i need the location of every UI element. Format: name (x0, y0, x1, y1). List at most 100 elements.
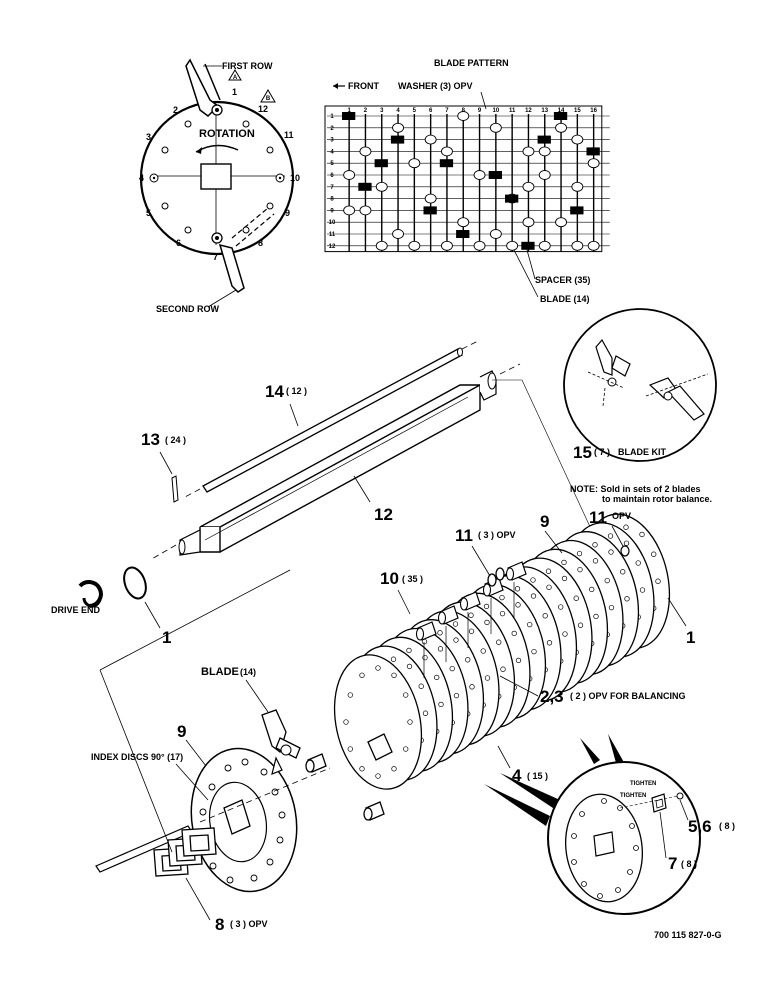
blade-mark (570, 206, 584, 215)
spacer-mark (343, 205, 356, 216)
callout-11-right: 11 (589, 508, 607, 527)
washer (487, 573, 497, 587)
spacer-mark (375, 181, 388, 192)
callout-15: 15 (573, 443, 592, 462)
blade-mark (537, 135, 551, 144)
spacer-mark (538, 170, 551, 180)
grid-col-label: 6 (429, 108, 433, 114)
spacer-mark (424, 193, 437, 204)
blade-mark (521, 241, 535, 250)
grid-col-label: 1 (347, 108, 351, 114)
callout-2-3: 2,3 (540, 687, 564, 706)
callout-10: 10 (380, 569, 399, 588)
blade-mark (342, 112, 356, 120)
rotation-label: ROTATION (199, 128, 255, 140)
callout-9-bottom: 9 (177, 722, 186, 741)
tighten-label-1: TIGHTEN (630, 781, 656, 787)
grid-col-label: 10 (493, 108, 500, 114)
grid-row-label: 10 (329, 220, 336, 226)
second-row-label: SECOND ROW (156, 304, 220, 314)
blade-mark (553, 112, 568, 120)
spacer-mark (571, 240, 584, 251)
callout-13-qty: ( 24 ) (165, 435, 186, 445)
pos-9: 9 (285, 208, 290, 218)
grid-col-label: 2 (364, 108, 368, 114)
index-disc-group (95, 569, 385, 893)
spacer-mark (489, 122, 502, 133)
marker-b: B (266, 96, 271, 102)
spacer-mark (441, 240, 453, 251)
pos-3: 3 (146, 132, 151, 142)
spacer-mark (359, 205, 372, 216)
spacer-mark (408, 158, 421, 169)
pos-11: 11 (284, 130, 294, 140)
grid-col-label: 7 (445, 108, 449, 114)
grid-row-label: 2 (330, 126, 334, 132)
marker-a: A (233, 75, 238, 81)
washer-label: WASHER (3) OPV (398, 81, 473, 91)
spacer-mark (457, 217, 470, 228)
pos-10: 10 (290, 173, 300, 183)
spacer-mark (538, 146, 551, 157)
grid-row-label: 11 (329, 232, 336, 238)
callout-8-qty: ( 3 ) OPV (230, 919, 268, 929)
callout-4: 4 (512, 766, 522, 785)
grid-row-label: 4 (330, 149, 334, 155)
spacer-mark (522, 217, 535, 228)
callout-15-qty: ( 7 ) (594, 447, 610, 457)
spacer-mark (473, 170, 486, 180)
blade-mark (374, 159, 388, 168)
spacer-mark (441, 146, 453, 157)
grid-row-label: 7 (330, 185, 334, 191)
callout-1-left: 1 (162, 628, 171, 647)
pos-2: 2 (173, 105, 178, 115)
index-discs-label: INDEX DISCS 90° (17) (91, 752, 183, 762)
callout-5-6: 5,6 (688, 817, 712, 836)
spacer-mark (571, 181, 584, 192)
note-line-2: to maintain rotor balance. (602, 494, 712, 504)
rotor-disc (333, 654, 423, 790)
spacer-mark (571, 134, 584, 145)
spacer-mark (587, 158, 600, 169)
grid-row-label: 1 (330, 114, 334, 120)
callout-11-left-qty: ( 3 ) OPV (478, 530, 516, 540)
grid-col-label: 13 (541, 108, 548, 114)
callout-1-right: 1 (686, 628, 695, 647)
callout-10-qty: ( 35 ) (402, 574, 423, 584)
spacer-mark (555, 122, 567, 133)
spacer-mark (408, 240, 421, 251)
blade-mark (488, 171, 502, 179)
grid-row-label: 9 (330, 208, 334, 214)
spacer-mark (473, 240, 486, 251)
blade-mark (358, 182, 372, 191)
blade-label: BLADE (14) (540, 294, 590, 304)
grid-col-label: 11 (509, 108, 516, 114)
blade-mark (586, 147, 600, 156)
grid-row-label: 6 (330, 173, 334, 179)
spacer-mark (424, 134, 437, 145)
pos-1: 1 (232, 87, 237, 97)
blade-14-label: BLADE (201, 666, 239, 678)
grid-col-label: 8 (462, 108, 466, 114)
callout-14-qty: ( 12 ) (286, 386, 307, 396)
blade-mark (505, 194, 519, 203)
callout-15-text: BLADE KIT (618, 447, 666, 457)
pos-8: 8 (258, 238, 263, 248)
blade-pattern-title: BLADE PATTERN (434, 58, 509, 68)
washer (495, 567, 505, 581)
pos-4: 4 (139, 173, 144, 183)
spacer-mark (506, 240, 519, 251)
spacer-mark (457, 111, 470, 121)
grid-col-label: 14 (558, 108, 565, 114)
pos-6: 6 (176, 238, 181, 248)
callout-14: 14 (265, 382, 284, 401)
grid-col-label: 9 (478, 108, 482, 114)
grid-col-label: 4 (396, 108, 400, 114)
callout-8: 8 (215, 915, 224, 934)
spacer-mark (587, 240, 600, 251)
blade-mark (390, 135, 405, 144)
spacer-mark (522, 181, 535, 192)
